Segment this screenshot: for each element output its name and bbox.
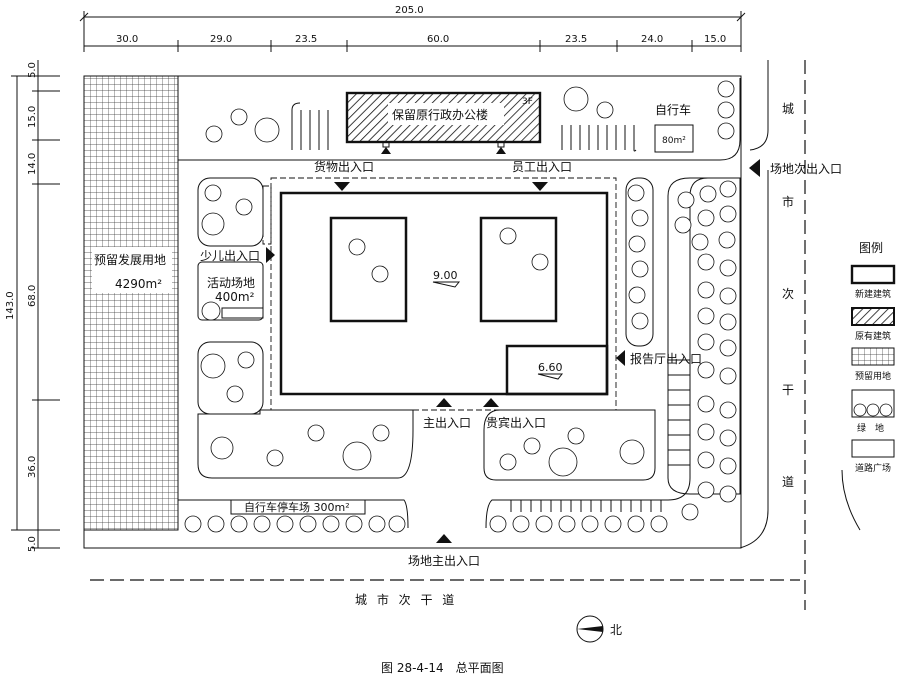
top-dim-7: 15.0 bbox=[704, 34, 726, 45]
retained-office-label: 保留原行政办公楼 bbox=[392, 107, 488, 122]
north-arrow: 北 bbox=[576, 615, 622, 643]
activity-area-bench bbox=[221, 307, 264, 319]
legend-reserved-land: 预留用地 bbox=[855, 370, 891, 382]
left-dim-2: 15.0 bbox=[27, 106, 38, 128]
trees-south-east bbox=[499, 427, 645, 477]
hall-entrance-marker bbox=[616, 350, 625, 366]
trees-east-strip bbox=[627, 184, 649, 330]
legend-road-plaza: 道路广场 bbox=[855, 462, 891, 474]
office-floors-label: 3F bbox=[522, 97, 533, 107]
lecture-hall bbox=[505, 344, 609, 396]
east-road-far-curb bbox=[841, 469, 861, 531]
south-road-label: 城 市 次 干 道 bbox=[355, 592, 457, 607]
left-dim-1: 5.0 bbox=[27, 62, 38, 78]
left-dim-4: 68.0 bbox=[27, 285, 38, 307]
total-height-dimension: 143.0 bbox=[5, 291, 16, 320]
top-dim-4: 60.0 bbox=[427, 34, 449, 45]
main-building-elevation: 9.00 bbox=[433, 269, 458, 282]
activity-area-label: 活动场地 bbox=[207, 276, 255, 290]
left-dim-5: 36.0 bbox=[27, 456, 38, 478]
site-main-entrance-marker bbox=[436, 534, 452, 543]
activity-area-size: 400m² bbox=[215, 290, 255, 304]
office-entry-marker-east bbox=[496, 147, 506, 154]
hall-elevation-marker bbox=[537, 373, 564, 380]
office-label-box bbox=[388, 103, 504, 125]
legend-existing-building: 原有建筑 bbox=[855, 330, 891, 342]
office-entry-marker-west bbox=[381, 147, 391, 154]
north-label: 北 bbox=[610, 623, 622, 637]
east-road-char-2: 市 bbox=[782, 194, 794, 209]
legend-green: 绿 地 bbox=[857, 422, 884, 434]
site-secondary-entrance-marker bbox=[749, 159, 760, 177]
north-parking-stripes-west bbox=[291, 102, 329, 150]
legend-swatch-reserved-land bbox=[851, 347, 895, 366]
reserved-land-area-label: 4290m² bbox=[115, 277, 162, 291]
legend-swatch-existing-building bbox=[851, 307, 895, 326]
green-areas bbox=[197, 177, 741, 495]
top-dim-5: 23.5 bbox=[565, 34, 587, 45]
east-road-curb-bottom bbox=[739, 170, 769, 549]
left-dim-3: 14.0 bbox=[27, 153, 38, 175]
courtyard-east bbox=[479, 216, 558, 323]
west-canopy-dashed bbox=[262, 185, 272, 245]
site-main-entrance-label: 场地主出入口 bbox=[408, 554, 480, 568]
legend-new-building: 新建建筑 bbox=[855, 288, 891, 300]
children-entrance-marker bbox=[266, 247, 275, 263]
legend-swatch-road-plaza bbox=[851, 439, 895, 458]
legend-swatch-new-building bbox=[850, 264, 896, 285]
north-bike-label: 自行车 bbox=[655, 102, 691, 117]
total-width-dimension: 205.0 bbox=[395, 5, 424, 16]
staff-entrance-marker bbox=[532, 182, 548, 191]
east-road-char-4: 干 bbox=[782, 383, 794, 397]
south-parking-stripes bbox=[510, 500, 662, 512]
legend-title: 图例 bbox=[859, 241, 883, 255]
goods-entrance-marker bbox=[334, 182, 350, 191]
left-dim-6: 5.0 bbox=[27, 536, 38, 552]
left-dimension-chain: 143.0 5.0 15.0 14.0 68.0 36.0 5.0 bbox=[5, 60, 60, 552]
main-building bbox=[279, 191, 609, 396]
north-parking-stripes-east bbox=[561, 125, 637, 152]
main-building-outline-dashed bbox=[270, 177, 617, 411]
east-road-char-3: 次 bbox=[782, 287, 794, 301]
top-dim-6: 24.0 bbox=[641, 34, 663, 45]
courtyard-west bbox=[329, 216, 408, 323]
main-entrance-label: 主出入口 bbox=[423, 416, 471, 430]
north-bike-area: 80m² bbox=[662, 136, 686, 146]
east-road-curb-top bbox=[749, 60, 769, 151]
hall-entrance-label: 报告厅出入口 bbox=[630, 351, 702, 366]
internal-road-edges bbox=[178, 78, 741, 529]
trees-south-row bbox=[184, 515, 668, 533]
south-bike-label: 自行车停车场 300m² bbox=[244, 500, 350, 514]
legend: 图例 新建建筑 原有建筑 预留用地 绿 地 道路广场 bbox=[850, 241, 896, 474]
trees-west bbox=[200, 184, 390, 471]
vip-entrance-label: 贵宾出入口 bbox=[486, 415, 546, 430]
reserved-land-label-box bbox=[92, 247, 172, 293]
east-road-char-1: 城 bbox=[782, 102, 794, 116]
legend-swatch-green bbox=[851, 389, 895, 418]
main-elevation-marker bbox=[432, 281, 461, 288]
children-entrance-label: 少儿出入口 bbox=[200, 249, 260, 263]
top-dim-3: 23.5 bbox=[295, 34, 317, 45]
south-bike-parking bbox=[230, 499, 366, 515]
trees-courtyards bbox=[348, 227, 549, 283]
trees-north bbox=[205, 80, 735, 143]
east-road-char-5: 道 bbox=[782, 475, 794, 489]
goods-entrance-label: 货物出入口 bbox=[314, 159, 374, 174]
top-dim-2: 29.0 bbox=[210, 34, 232, 45]
figure-caption: 图 28-4-14 总平面图 bbox=[381, 661, 504, 675]
main-entrance-marker bbox=[436, 398, 452, 407]
site-boundary bbox=[83, 75, 742, 549]
reserved-land-label: 预留发展用地 bbox=[94, 252, 166, 267]
north-bike-shed bbox=[654, 124, 694, 153]
top-dimension-chain: 205.0 30.0 29.0 23.5 60.0 23.5 24.0 15.0 bbox=[79, 5, 746, 52]
staff-entrance-label: 员工出入口 bbox=[512, 160, 572, 174]
lecture-hall-elevation: 6.60 bbox=[538, 361, 563, 374]
reserved-land-area bbox=[83, 75, 179, 531]
vip-entrance-marker bbox=[483, 398, 499, 407]
south-east-parking-stripes bbox=[668, 359, 690, 466]
trees-east bbox=[674, 180, 737, 521]
site-secondary-entrance-label: 场地次出入口 bbox=[770, 162, 842, 176]
top-dim-1: 30.0 bbox=[116, 34, 138, 45]
